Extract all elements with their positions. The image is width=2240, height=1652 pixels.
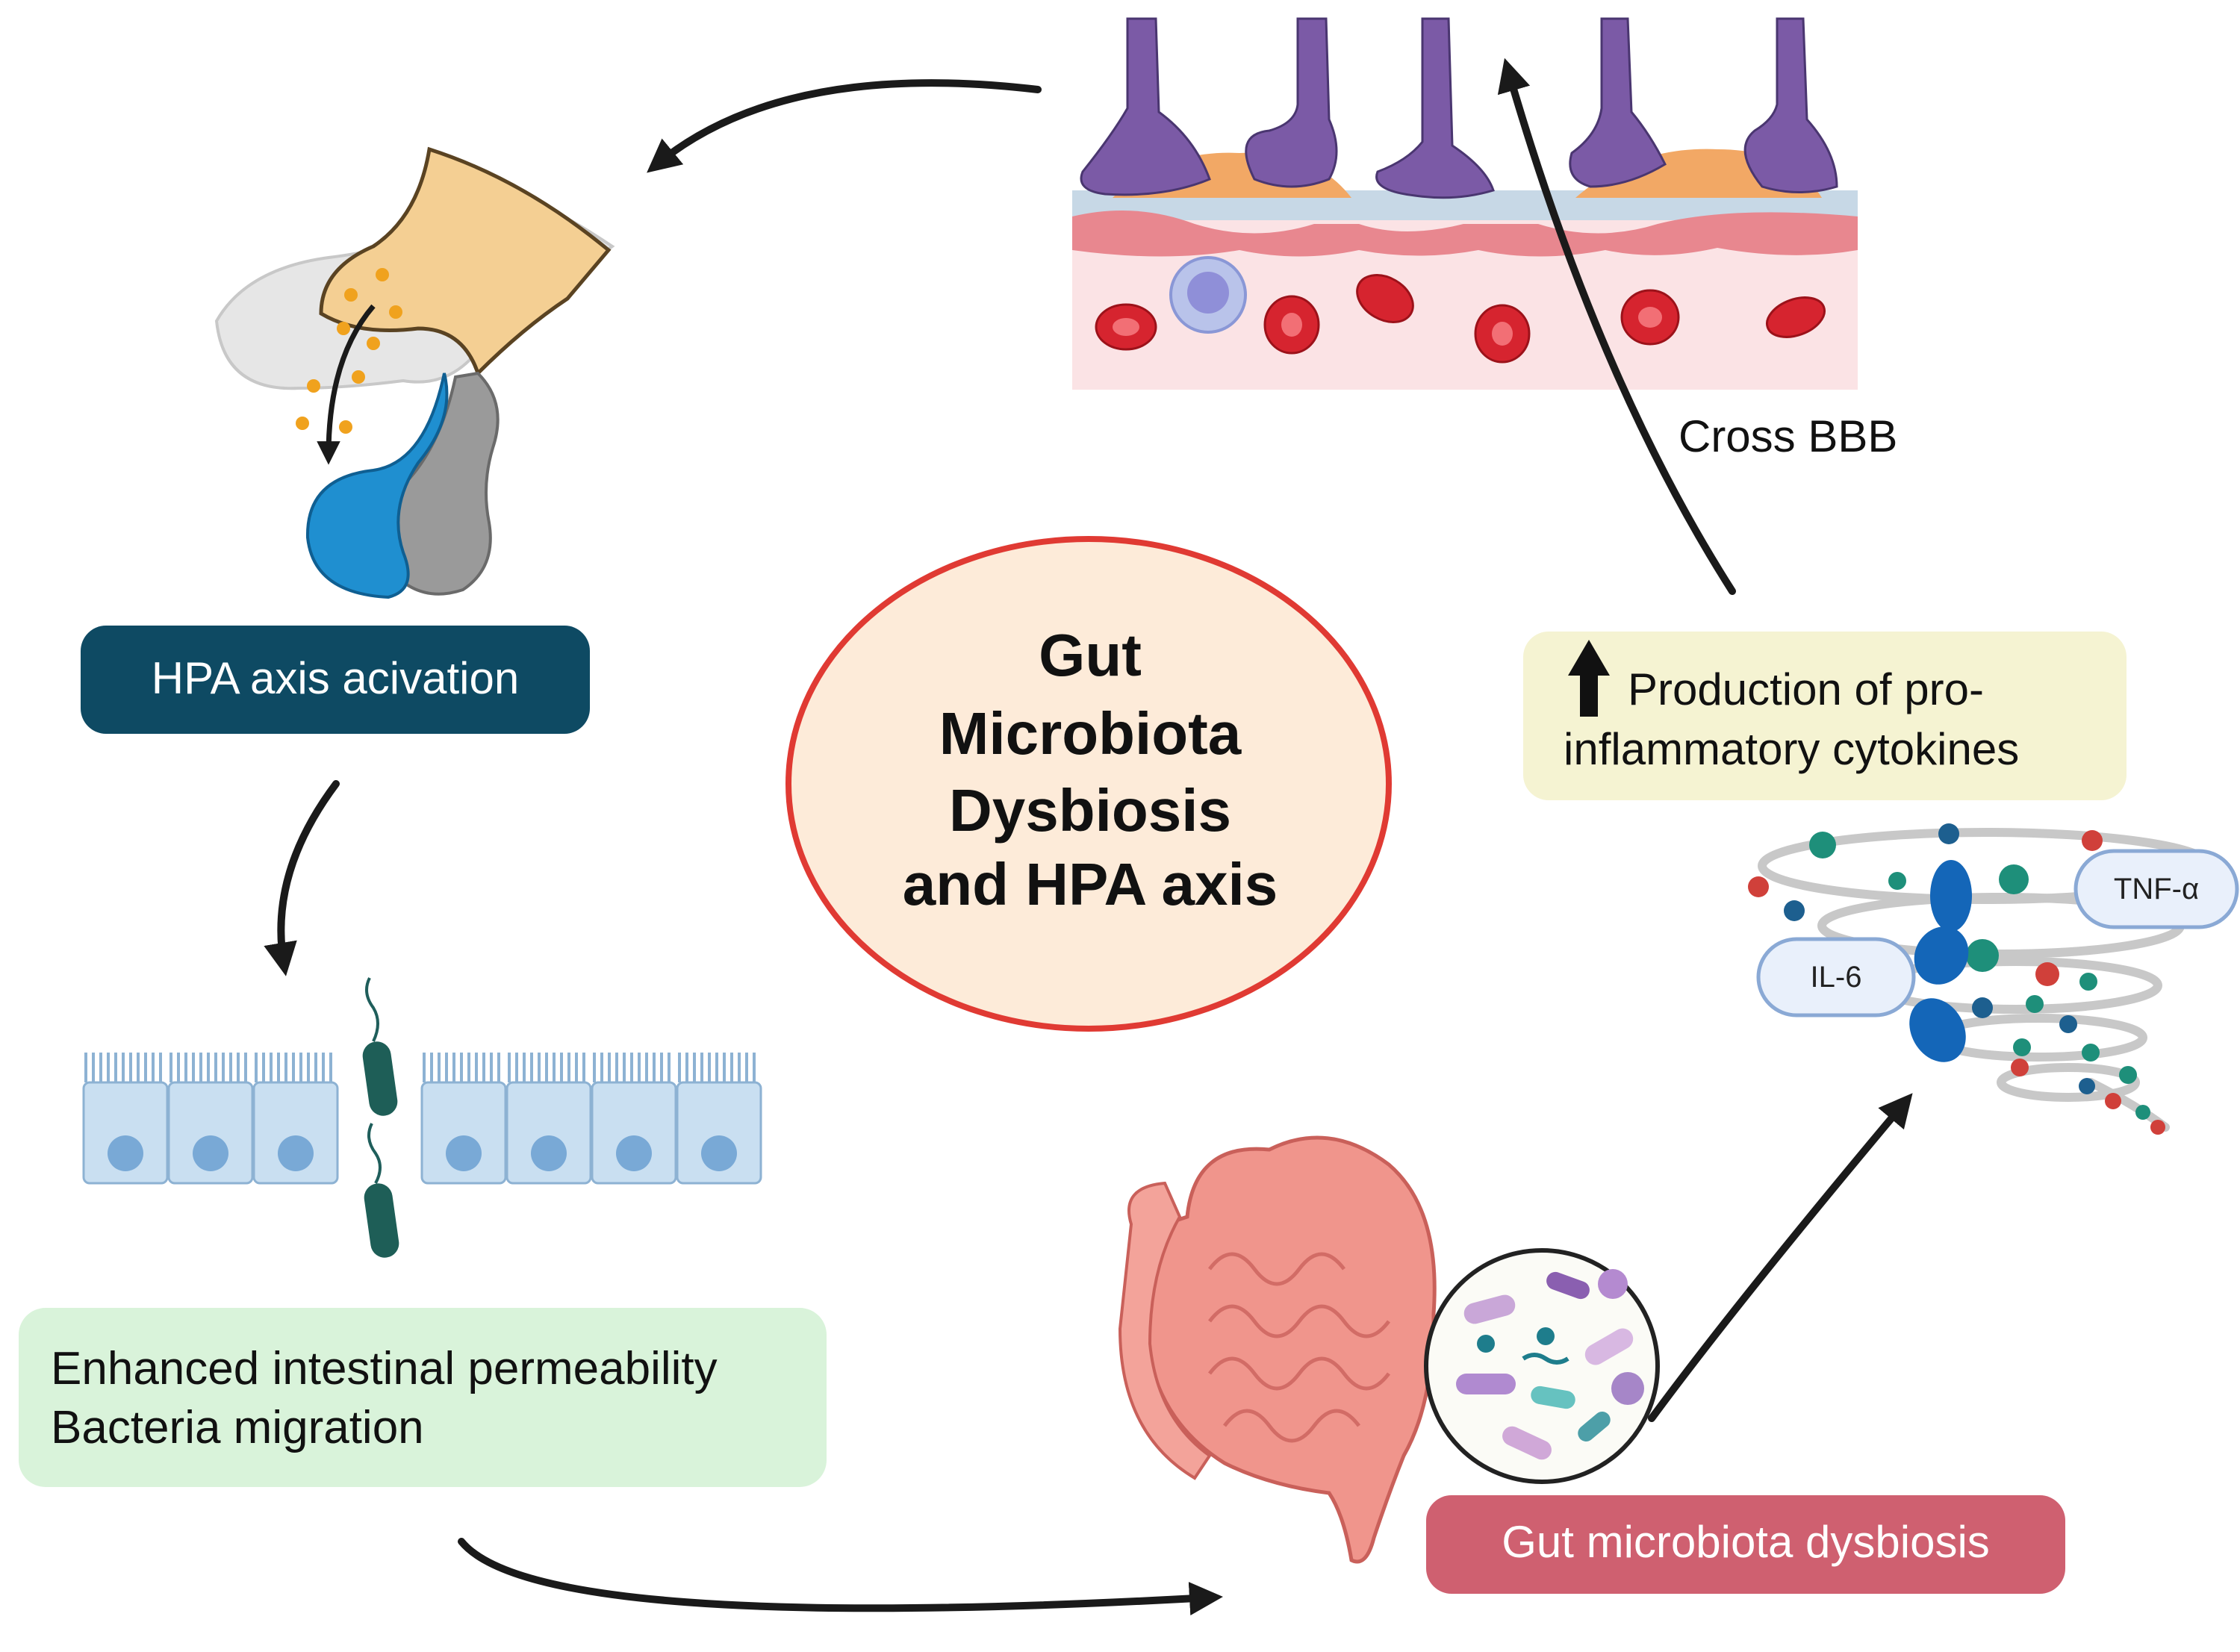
arrow-cytokines-cross-bbb xyxy=(1497,57,1736,595)
arrow-permeability-to-dysbiosis xyxy=(458,1538,1223,1615)
dysbiosis-box: Gut microbiota dysbiosis xyxy=(1426,1495,2065,1594)
dysbiosis-label: Gut microbiota dysbiosis xyxy=(1502,1517,1990,1567)
cross-bbb-label: Cross BBB xyxy=(1679,411,1897,461)
hypothalamus-pituitary-icon xyxy=(214,146,615,599)
center-title-line2: Microbiota xyxy=(939,700,1242,767)
arrow-bbb-to-hpa xyxy=(647,79,1042,173)
cytokines-line2: inflammatory cytokines xyxy=(1564,724,2019,774)
il6-label: IL-6 xyxy=(1811,961,1862,994)
permeability-box: Enhanced intestinal permeability Bacteri… xyxy=(19,1308,827,1487)
center-title-line3: Dysbiosis xyxy=(949,777,1231,844)
tnf-alpha-badge: TNF-α xyxy=(2073,849,2239,929)
microbes-magnifier-icon xyxy=(1424,1248,1660,1484)
center-title-line4: and HPA axis xyxy=(903,851,1278,917)
center-title-line1: Gut xyxy=(1039,622,1142,688)
permeability-line2: Bacteria migration xyxy=(51,1402,424,1453)
intestine-icon xyxy=(1118,1135,1437,1564)
tnf-alpha-label: TNF-α xyxy=(2114,873,2199,906)
cytokine-storm-icon: TNF-α IL-6 xyxy=(1748,823,2239,1135)
blood-brain-barrier-icon xyxy=(1072,17,1858,390)
up-arrow-icon xyxy=(1568,640,1610,717)
cytokines-line1: Production of pro- xyxy=(1628,664,1984,714)
arrow-hpa-to-permeability xyxy=(264,780,340,976)
center-node: Gut Microbiota Dysbiosis and HPA axis xyxy=(785,536,1392,1032)
intestinal-epithelium-icon xyxy=(82,977,762,1258)
arrow-dysbiosis-to-cytokines xyxy=(1648,1093,1913,1422)
il6-badge: IL-6 xyxy=(1756,937,1916,1017)
cytokine-box: Production of pro- inflammatory cytokine… xyxy=(1523,632,2127,800)
hpa-activation-box: HPA axis acivation xyxy=(81,626,590,734)
permeability-line1: Enhanced intestinal permeability xyxy=(51,1343,718,1394)
hpa-activation-label: HPA axis acivation xyxy=(152,653,519,703)
cycle-arrows xyxy=(264,57,1913,1615)
